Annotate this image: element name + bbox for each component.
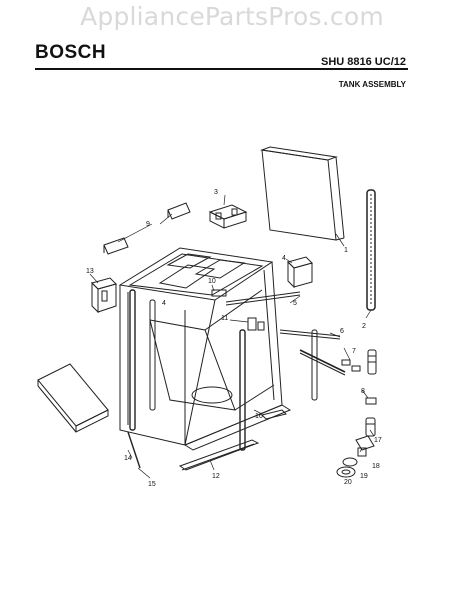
callout-17: 17 [374,437,382,444]
part-strip-15[interactable] [127,431,141,469]
callout-10: 10 [208,278,216,285]
part-tank-body[interactable] [118,247,318,451]
part-bracket-3[interactable] [208,204,248,229]
part-rail-5[interactable] [225,291,301,306]
diagram-title: TANK ASSEMBLY [338,80,406,89]
part-valve-8[interactable] [365,349,377,405]
part-hinge-4[interactable] [287,256,313,289]
part-bracket-9[interactable] [103,202,191,255]
part-side-panel[interactable] [260,146,345,241]
callout-14: 14 [124,455,132,462]
part-rail-12[interactable] [178,439,260,471]
part-seal-19[interactable] [342,457,358,467]
callout-19: 19 [360,473,368,480]
header-rule [35,68,408,70]
part-ring-20[interactable] [336,466,356,478]
part-fitting-18[interactable] [355,435,375,457]
callout-4-left: 4 [162,300,166,307]
part-fitting-17[interactable] [365,417,376,437]
callout-3: 3 [214,189,218,196]
callout-15: 15 [148,481,156,488]
callout-20: 20 [344,479,352,486]
part-seal-strip[interactable] [366,189,376,311]
callout-4-right: 4 [282,255,286,262]
leader-lines [89,194,375,479]
callout-1: 1 [344,247,348,254]
part-door-panel[interactable] [37,363,109,433]
callout-11: 11 [221,315,228,322]
part-tube-6[interactable] [279,329,346,376]
callout-18: 18 [372,463,380,470]
model-number: SHU 8816 UC/12 [321,56,406,68]
callout-7: 7 [352,348,356,355]
callout-12: 12 [212,473,220,480]
watermark: AppliancePartsPros.com [80,2,384,31]
callout-8: 8 [361,388,365,395]
callout-9: 9 [146,221,150,228]
callout-16: 16 [255,413,263,420]
part-foot-16[interactable] [261,409,287,420]
part-bracket-10[interactable] [211,289,227,297]
callout-2: 2 [362,323,366,330]
callout-13: 13 [86,268,94,275]
part-nozzle-11[interactable] [247,317,265,331]
part-clip-7[interactable] [341,359,361,372]
callout-5: 5 [293,300,297,307]
brand-logo: BOSCH [35,42,107,63]
callout-6: 6 [340,328,344,335]
part-hinge-13[interactable] [91,277,117,314]
